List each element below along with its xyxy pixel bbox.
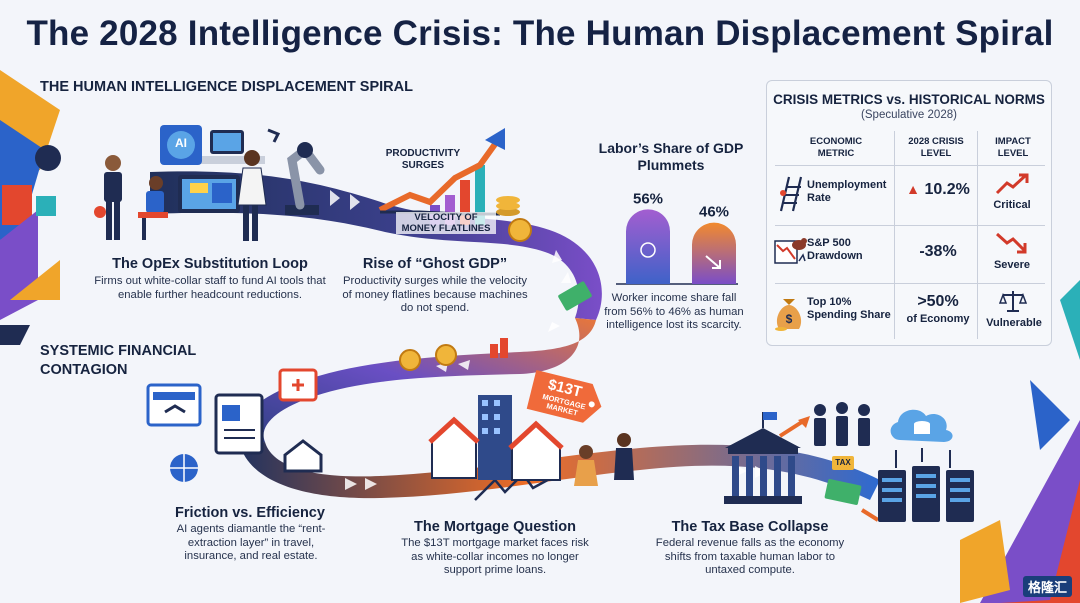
column-header-impact: IMPACT LEVEL — [995, 136, 1031, 159]
watermark-logo: 格隆汇 — [1022, 576, 1072, 597]
impact-severe: Severe — [993, 259, 1031, 271]
column-header-metric: ECONOMIC METRIC — [809, 136, 863, 159]
money-illustration — [399, 281, 592, 371]
stage-heading-mortgage: The Mortgage Question — [414, 519, 576, 535]
impact-critical: Critical — [993, 199, 1031, 211]
labor-share-chart: 56% 46% — [616, 190, 738, 285]
ladder-icon — [779, 176, 803, 212]
housing-illustration — [428, 395, 634, 486]
metric-name-sp500: S&P 500 Drawdown — [807, 237, 863, 262]
bear-chart-icon — [774, 238, 807, 264]
trend-up-icon — [995, 173, 1029, 195]
decline-arrow-icon — [705, 255, 721, 269]
metric-value-top10-sub: of Economy — [906, 313, 970, 325]
metric-value-unemployment: ▲ 10.2% — [905, 181, 971, 199]
trend-down-icon — [995, 232, 1027, 254]
stage-desc-mortgage: The $13T mortgage market faces risk as w… — [401, 537, 589, 576]
mortgage-market-tag — [526, 369, 602, 423]
tax-label: TAX — [835, 458, 851, 467]
impact-vulnerable: Vulnerable — [986, 317, 1042, 329]
section-heading-systemic: SYSTEMIC FINANCIAL CONTAGION — [40, 343, 197, 378]
velocity-label: VELOCITY OF MONEY FLATLINES — [396, 212, 496, 234]
crisis-metrics-panel: CRISIS METRICS vs. HISTORICAL NORMS (Spe… — [766, 80, 1052, 346]
metric-name-unemployment: Unemployment Rate — [807, 179, 887, 204]
stage-desc-tax: Federal revenue falls as the economy shi… — [655, 537, 845, 576]
office-scene-illustration — [104, 125, 325, 241]
stage-desc-ghost-gdp: Productivity surges while the velocity o… — [342, 275, 528, 314]
up-arrow-icon: ▲ — [906, 181, 921, 197]
ai-screen-label: AI — [175, 136, 187, 150]
chart-caption: Worker income share fall from 56% to 46%… — [604, 292, 744, 331]
metric-value-text: 10.2% — [924, 181, 970, 198]
stage-desc-opex: Firms out white-collar staff to fund AI … — [94, 275, 326, 301]
stage-heading-ghost-gdp: Rise of “Ghost GDP” — [362, 256, 508, 272]
scales-icon — [999, 291, 1027, 312]
panel-title: CRISIS METRICS vs. HISTORICAL NORMS — [773, 92, 1045, 107]
chart-value-label-1: 56% — [633, 190, 663, 207]
metric-name-top10: Top 10% Spending Share — [807, 296, 891, 321]
metric-value-sp500: -38% — [919, 243, 957, 260]
left-geometric-decoration — [0, 70, 106, 345]
worker-icon — [640, 242, 656, 258]
tax-base-illustration — [724, 402, 974, 522]
stage-heading-friction: Friction vs. Efficiency — [175, 505, 325, 521]
chart-title: Labor’s Share of GDP Plummets — [598, 140, 744, 173]
metric-value-top10: >50% — [917, 293, 959, 310]
documents-illustration — [146, 368, 323, 482]
page-title: The 2028 Intelligence Crisis: The Human … — [26, 14, 1054, 53]
section-heading-spiral: THE HUMAN INTELLIGENCE DISPLACEMENT SPIR… — [40, 79, 413, 95]
stage-heading-tax: The Tax Base Collapse — [671, 519, 829, 535]
stage-desc-friction: AI agents diamantle the “rent-extraction… — [176, 523, 326, 562]
right-geometric-decoration — [960, 280, 1080, 603]
chart-bar-2 — [692, 222, 736, 284]
column-header-level: 2028 CRISIS LEVEL — [908, 136, 964, 159]
chart-bar-1 — [626, 209, 670, 284]
chart-value-label-2: 46% — [699, 204, 729, 221]
spiral-road-top — [150, 171, 602, 320]
panel-subtitle: (Speculative 2028) — [861, 109, 957, 121]
money-bag-icon: $ — [775, 299, 802, 331]
svg-text:$: $ — [786, 312, 793, 326]
productivity-label: PRODUCTIVITY SURGES — [385, 148, 461, 171]
stage-heading-opex: The OpEx Substitution Loop — [112, 256, 308, 272]
